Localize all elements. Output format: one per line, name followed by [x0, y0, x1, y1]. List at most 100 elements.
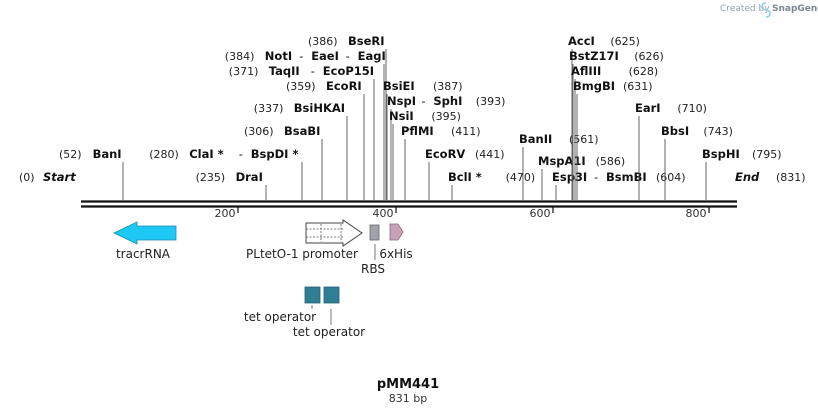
site-nsii-name-0[interactable]: NsiI	[389, 109, 414, 123]
rbs-box[interactable]	[369, 224, 380, 241]
site-bstz17i[interactable]: (626)BstZ17I	[569, 49, 664, 200]
site-ecorv-name-0[interactable]: EcoRV	[425, 147, 465, 161]
site-bsphi[interactable]: (795) BspHI	[702, 147, 782, 200]
site-bsiei[interactable]: (387) BsiEI	[383, 79, 463, 200]
plasmid-length: 831 bp	[389, 392, 427, 405]
tet-operator-2-box[interactable]	[323, 286, 340, 304]
site-mspa1i-name-0[interactable]: MspA1I	[538, 154, 586, 168]
site-bstz17i-name-0[interactable]: BstZ17I	[569, 49, 619, 63]
site-nsii-position: (395)	[431, 110, 461, 123]
site-afliii[interactable]: (628)AflIII	[571, 64, 658, 200]
site-esp3i-name-1[interactable]: BsmBI	[606, 170, 647, 184]
tet-operator-1-box[interactable]	[304, 286, 321, 304]
site-bmgbi-position: (631)	[623, 80, 653, 93]
site-drai-name-0[interactable]: DraI	[236, 170, 263, 184]
site-bcli-position: (470)	[506, 171, 536, 184]
ruler-label-400: 400	[373, 207, 394, 220]
feature-tet-operator-2[interactable]: tet operator	[293, 286, 365, 339]
ruler-label-800: 800	[686, 207, 707, 220]
site-taqii-name-0[interactable]: TaqII	[269, 64, 300, 78]
ruler-label-200: 200	[215, 207, 236, 220]
tracrrna-label: tracrRNA	[116, 247, 171, 261]
site-ecori[interactable]: (359) EcoRI	[286, 79, 365, 200]
site-eari[interactable]: (710) EarI	[635, 101, 707, 200]
site-start[interactable]: (0)Start	[19, 170, 76, 184]
site-eari-position: (710)	[677, 102, 707, 115]
site-nspi-name-0[interactable]: NspI	[387, 94, 416, 108]
tracrrna-arrow[interactable]	[113, 221, 177, 245]
site-noti-name-2[interactable]: EagI	[358, 49, 386, 63]
site-bseri-name-0[interactable]: BseRI	[348, 34, 385, 48]
site-bbsi[interactable]: (743)BbsI	[661, 124, 733, 200]
site-drai[interactable]: (235)DraI	[196, 170, 267, 200]
site-nspi[interactable]: (393)NspI-SphI	[387, 94, 505, 200]
site-nspi-name-1[interactable]: SphI	[433, 94, 462, 108]
site-bbsi-name-0[interactable]: BbsI	[661, 124, 689, 138]
site-bsabi-position: (306)	[244, 125, 274, 138]
site-bcli-name-0[interactable]: BclI *	[448, 170, 482, 184]
site-ecorv[interactable]: (441)EcoRV	[425, 147, 505, 200]
site-afliii-name-0[interactable]: AflIII	[571, 64, 601, 78]
feature-tracrrna[interactable]: tracrRNA	[113, 221, 177, 261]
promoter-arrow[interactable]	[305, 219, 363, 247]
site-end-name-0[interactable]: End	[735, 170, 760, 184]
feature-6xhis[interactable]: 6xHis	[379, 223, 413, 261]
his-arrow[interactable]	[389, 223, 404, 241]
site-bsiei-position: (387)	[433, 80, 463, 93]
site-start-name-0[interactable]: Start	[43, 170, 76, 184]
site-taqii-position: (371)	[229, 65, 259, 78]
site-bcli[interactable]: (470) BclI *	[448, 170, 535, 200]
site-banii-name-0[interactable]: BanII	[519, 132, 552, 146]
site-bsabi[interactable]: (306) BsaBI	[244, 124, 323, 200]
site-bsphi-position: (795)	[752, 148, 782, 161]
site-pflmi[interactable]: (411) PflMI	[401, 124, 481, 200]
site-esp3i-name-0[interactable]: Esp3I	[552, 170, 587, 184]
site-ecori-position: (359)	[286, 80, 316, 93]
feature-tet-operator-1[interactable]: tet operator	[244, 286, 321, 324]
site-noti-name-0[interactable]: NotI	[265, 49, 292, 63]
ruler: 200 400 600 800	[215, 207, 710, 220]
site-noti-name-1[interactable]: EaeI	[311, 49, 339, 63]
site-bmgbi[interactable]: (631) BmgBI	[573, 79, 653, 200]
site-banii[interactable]: (561) BanII	[519, 132, 599, 200]
site-esp3i-position: (604)	[656, 171, 686, 184]
site-nsii[interactable]: (395) NsiI	[389, 109, 461, 200]
site-end[interactable]: (831) End	[735, 170, 806, 184]
site-eari-name-0[interactable]: EarI	[635, 101, 661, 115]
site-bani-position: (52)	[59, 148, 82, 161]
site-taqii[interactable]: (371)TaqII-EcoP15I	[229, 64, 375, 200]
site-esp3i[interactable]: (604)Esp3I-BsmBI	[552, 170, 686, 200]
site-clai-name-0[interactable]: ClaI *	[189, 147, 223, 161]
sequence-backbone	[81, 200, 737, 208]
site-bsihkai[interactable]: (337)BsiHKAI	[254, 101, 348, 200]
watermark-brand: SnapGene	[772, 4, 818, 14]
site-taqii-name-1[interactable]: EcoP15I	[323, 64, 374, 78]
site-clai[interactable]: (280)ClaI *-BspDI *	[149, 147, 303, 200]
watermark-prefix: Created by	[720, 4, 770, 14]
site-bsabi-name-0[interactable]: BsaBI	[284, 124, 320, 138]
site-pflmi-name-0[interactable]: PflMI	[401, 124, 434, 138]
site-bani[interactable]: (52) BanI	[59, 147, 124, 200]
site-bmgbi-name-0[interactable]: BmgBI	[573, 79, 615, 93]
site-bsihkai-name-0[interactable]: BsiHKAI	[294, 101, 345, 115]
site-bani-name-0[interactable]: BanI	[93, 147, 122, 161]
site-clai-name-1[interactable]: BspDI *	[251, 147, 299, 161]
site-noti-separator: -	[299, 49, 303, 63]
site-ecori-name-0[interactable]: EcoRI	[326, 79, 362, 93]
site-bsphi-name-0[interactable]: BspHI	[702, 147, 740, 161]
site-bseri[interactable]: (386)BseRI	[308, 34, 387, 200]
site-end-position: (831)	[776, 171, 806, 184]
tet-operator-2-label: tet operator	[293, 325, 365, 339]
site-banii-position: (561)	[569, 133, 599, 146]
site-nspi-position: (393)	[476, 95, 506, 108]
site-bsiei-name-0[interactable]: BsiEI	[383, 79, 415, 93]
site-acci[interactable]: (625)AccI	[568, 34, 640, 200]
site-acci-name-0[interactable]: AccI	[568, 34, 595, 48]
site-mspa1i[interactable]: (586)MspA1I	[538, 154, 625, 200]
site-noti-position: (384)	[225, 50, 255, 63]
feature-promoter[interactable]: PLtetO-1 promoter	[246, 219, 363, 261]
feature-rbs[interactable]: RBS	[361, 224, 385, 276]
his-label: 6xHis	[379, 247, 412, 261]
site-noti[interactable]: (384)NotI-EaeI-EagI	[225, 49, 386, 200]
site-pflmi-position: (411)	[451, 125, 481, 138]
